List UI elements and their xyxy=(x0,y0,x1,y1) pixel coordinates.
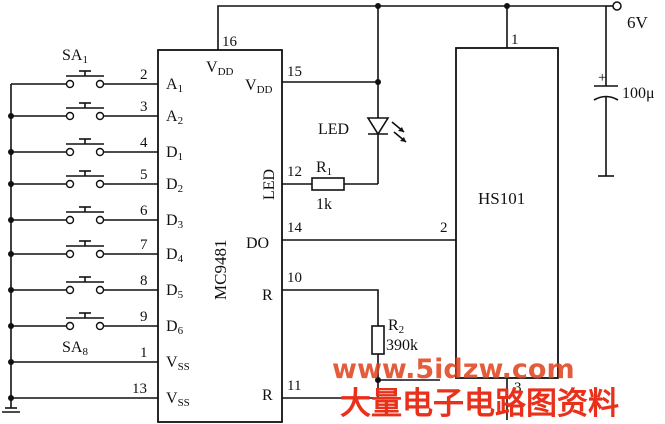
switch-sa8-label: SA8 xyxy=(62,339,88,358)
pin14-number: 14 xyxy=(287,220,303,236)
pin10-number: 10 xyxy=(287,270,302,286)
pushbutton-switch xyxy=(65,312,105,331)
mc9481-ic xyxy=(157,49,283,423)
pin10-name: R xyxy=(262,287,273,304)
junction-dot xyxy=(8,323,14,329)
pin-number: 6 xyxy=(140,203,148,219)
pin15-name: VDD xyxy=(245,77,273,96)
junction-dot xyxy=(8,287,14,293)
pin15-number: 15 xyxy=(287,64,302,80)
r1-value: 1k xyxy=(316,196,332,213)
pin-name: VSS xyxy=(166,390,190,409)
pin14-name: DO xyxy=(246,235,269,252)
svg-text:+: + xyxy=(598,70,606,86)
pin-name: D3 xyxy=(166,212,184,231)
junction-dot xyxy=(375,3,381,9)
pin-number: 8 xyxy=(140,273,148,289)
pin-name: D1 xyxy=(166,144,183,163)
pin-number: 4 xyxy=(140,135,148,151)
pushbutton-switch xyxy=(65,276,105,295)
supply-voltage-label: 6V xyxy=(627,13,649,32)
led-symbol xyxy=(366,82,407,184)
pin11-name: R xyxy=(262,387,273,404)
hs101-pin3: 3 xyxy=(514,380,522,396)
switch-sa1-label: SA1 xyxy=(62,47,88,66)
capacitor-value: 100μ xyxy=(622,85,655,102)
pin-number: 3 xyxy=(140,99,148,115)
pin-name: A2 xyxy=(166,108,183,127)
pushbutton-switch xyxy=(65,138,105,157)
pin-number: 7 xyxy=(140,237,148,253)
pin-name: A1 xyxy=(166,76,183,95)
vdd-rail xyxy=(217,1,622,86)
pin-name: VSS xyxy=(166,354,190,373)
pin-name: D5 xyxy=(166,282,184,301)
supply-terminal xyxy=(612,1,622,11)
hs101-name: HS101 xyxy=(478,189,525,208)
led-label: LED xyxy=(318,121,349,138)
pin-number: 2 xyxy=(140,67,148,83)
hs101-module xyxy=(455,47,559,379)
pin-name: D2 xyxy=(166,176,183,195)
r2-name: R2 xyxy=(388,317,404,336)
junction-dot xyxy=(8,217,14,223)
r1-name: R1 xyxy=(316,159,332,178)
pushbutton-switch xyxy=(65,240,105,259)
junction-dot xyxy=(8,251,14,257)
pin-name: D4 xyxy=(166,246,184,265)
pin12-number: 12 xyxy=(287,164,302,180)
junction-dot xyxy=(8,395,14,401)
junction-dot xyxy=(8,359,14,365)
junction-dot xyxy=(8,113,14,119)
pushbutton-switch xyxy=(65,170,105,189)
hs101-pin1: 1 xyxy=(511,32,519,48)
switch-bus xyxy=(2,84,20,413)
junction-dot xyxy=(504,3,510,9)
pin16-number: 16 xyxy=(222,34,238,50)
watermark-cn: 大量电子电路图资料 xyxy=(340,386,619,422)
ic-name: MC9481 xyxy=(211,240,230,300)
pin-number: 9 xyxy=(140,309,148,325)
pin11-number: 11 xyxy=(287,378,301,394)
pin-number: 13 xyxy=(132,381,147,397)
pin-number: 1 xyxy=(140,345,148,361)
junction-dot xyxy=(8,149,14,155)
capacitor-100u: + xyxy=(593,70,619,177)
pin12-name: LED xyxy=(261,169,278,200)
watermark-url: www.5idzw.com xyxy=(332,354,575,385)
r2-value: 390k xyxy=(386,337,418,354)
pin16-name: VDD xyxy=(206,59,234,78)
pin-name: D6 xyxy=(166,318,184,337)
junction-dot xyxy=(8,181,14,187)
pushbutton-switch xyxy=(65,206,105,225)
pin-number: 5 xyxy=(140,167,148,183)
resistor-r2 xyxy=(371,325,385,355)
resistor-r1 xyxy=(311,177,345,191)
pushbutton-switch xyxy=(65,102,105,121)
pushbutton-switch xyxy=(65,70,105,89)
hs101-pin2: 2 xyxy=(440,220,448,236)
